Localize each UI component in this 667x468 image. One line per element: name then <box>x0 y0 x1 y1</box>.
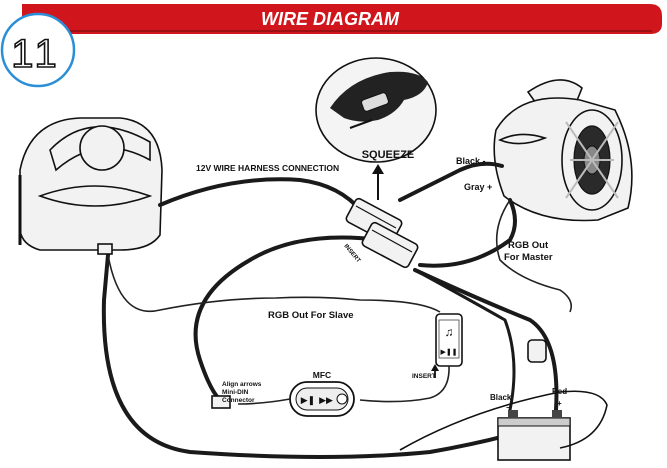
music-note-icon: ♫ <box>445 325 454 339</box>
gray-plus-label: Gray + <box>464 182 492 192</box>
harness-label: 12V WIRE HARNESS CONNECTION <box>196 163 339 173</box>
harness-wire-mfc <box>193 235 382 402</box>
mini-din-connector <box>211 395 231 409</box>
boat-hull <box>399 390 608 451</box>
battery-black-label: Black <box>490 393 512 402</box>
header-banner: WIRE DIAGRAM <box>22 4 662 34</box>
rgb-slave-wire <box>107 254 441 313</box>
phone-cable <box>359 365 450 403</box>
fuse-holder <box>527 339 547 363</box>
align-arrows-label: Align arrows <box>222 381 262 388</box>
insert-phone-label: INSERT <box>412 373 436 380</box>
right-speaker <box>493 79 633 222</box>
svg-text:▶▶: ▶▶ <box>319 395 333 405</box>
squeeze-inset: SQUEEZE <box>315 57 437 163</box>
harness-wire-right-top <box>398 161 504 202</box>
rgb-master-label-2: For Master <box>504 252 553 263</box>
page-title: WIRE DIAGRAM <box>261 9 400 29</box>
harness-connector <box>345 197 419 269</box>
squeeze-label: SQUEEZE <box>362 149 415 161</box>
mfc-cable <box>237 398 291 405</box>
arrow-up-icon <box>372 164 384 200</box>
play-pause-icon: ▶❚❚ <box>440 348 457 356</box>
harness-wire-right-bottom <box>418 198 517 268</box>
svg-text:▶❚: ▶❚ <box>301 395 315 406</box>
mfc-label: MFC <box>313 370 331 380</box>
step-number: 11 <box>11 32 61 76</box>
rgb-master-wire <box>495 199 573 313</box>
smartphone-icon: ♫ ▶❚❚ <box>435 313 463 367</box>
black-minus-label: Black - <box>456 156 486 166</box>
harness-wire-battery-black <box>413 268 516 412</box>
rgb-slave-label: RGB Out For Slave <box>268 310 354 321</box>
insert-harness-label: INSERT <box>342 243 361 264</box>
mfc-controller: ▶❚ ▶▶ <box>289 381 355 417</box>
rgb-master-label-1: RGB Out <box>508 240 549 251</box>
main-loop-wire <box>101 253 562 459</box>
harness-wire-left <box>158 177 364 214</box>
battery-minus-label: − <box>506 403 511 412</box>
battery-red-label: Red <box>552 387 567 396</box>
battery-plus-label: + <box>557 399 562 408</box>
step-badge: 11 <box>0 12 76 88</box>
hand-squeeze-icon <box>330 71 428 129</box>
battery-icon <box>497 410 571 461</box>
harness-wire-battery <box>413 268 559 412</box>
mini-din-label-2: Connector <box>222 397 255 404</box>
left-speaker <box>18 117 163 255</box>
mini-din-label-1: Mini-DIN <box>222 389 249 396</box>
